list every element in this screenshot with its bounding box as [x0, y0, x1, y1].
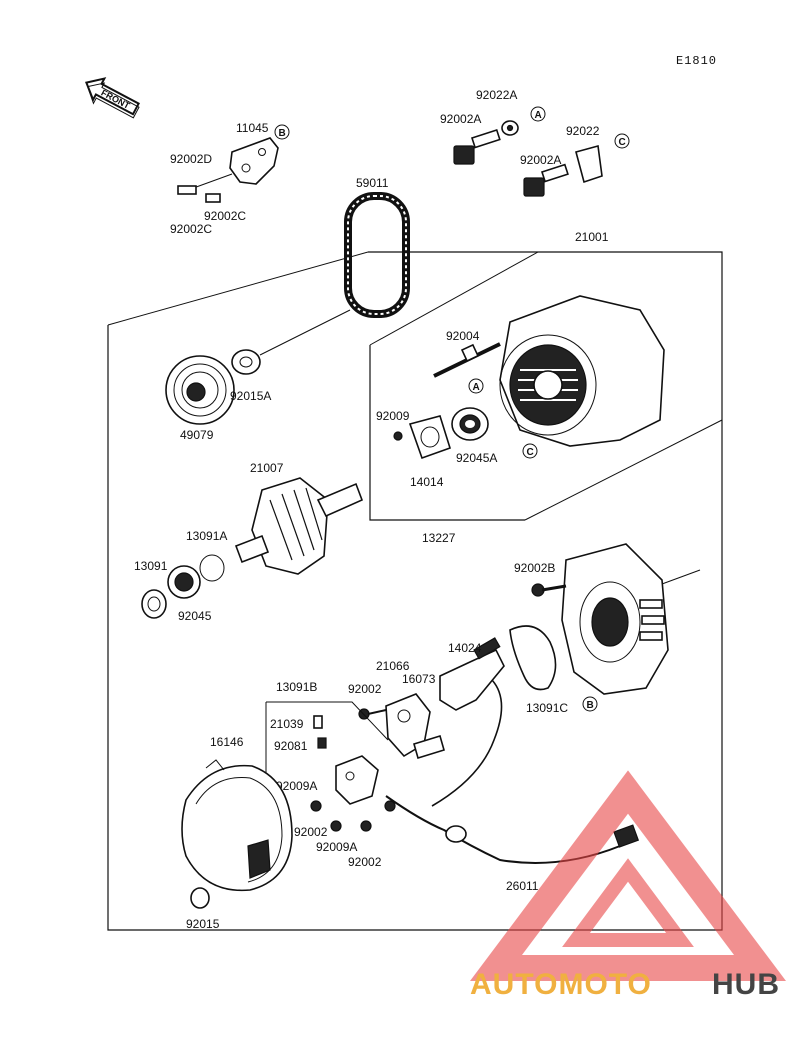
part-label-13227: 13227 [422, 531, 456, 545]
bolt-92002A-lower [523, 144, 603, 197]
through-bolt [433, 342, 501, 378]
pulley [165, 355, 235, 425]
part-label-16073: 16073 [402, 672, 436, 686]
part-label-92002A-a: 92002A [440, 112, 481, 126]
watermark-word-hub: HUB [712, 968, 780, 1001]
subassembly-frame [369, 345, 525, 521]
watermark-logo [470, 770, 786, 981]
ref-circle-b-top [274, 124, 290, 140]
part-label-92002-c: 92002 [348, 855, 382, 869]
part-label-13091C: 13091C [526, 701, 568, 715]
part-label-92045A: 92045A [456, 451, 497, 465]
part-label-92015: 92015 [186, 917, 220, 931]
part-label-92002A-b: 92002A [520, 153, 561, 167]
front-bearing [451, 407, 489, 441]
mounting-bracket [177, 137, 279, 203]
part-label-92045: 92045 [178, 609, 212, 623]
part-label-21066: 21066 [376, 659, 410, 673]
part-label-92002-a: 92002 [348, 682, 382, 696]
part-label-11045: 11045 [236, 121, 269, 135]
screws-92009A [310, 800, 396, 832]
part-label-21039: 21039 [270, 717, 304, 731]
watermark-word-automoto: AUTOMOTO [470, 968, 652, 1001]
bolt-92002B [531, 583, 567, 597]
rear-housing [561, 543, 669, 695]
part-label-92009: 92009 [376, 409, 410, 423]
part-label-92002D: 92002D [170, 152, 212, 166]
terminal-block [335, 755, 379, 805]
oil-seal [141, 589, 167, 619]
brush [313, 715, 323, 729]
part-label-16146: 16146 [210, 735, 244, 749]
cap-nut-92015 [190, 887, 210, 909]
part-label-92022: 92022 [566, 124, 600, 138]
brush-holder [385, 693, 445, 760]
rear-bearing [167, 565, 201, 599]
part-label-21001: 21001 [575, 230, 609, 244]
part-label-21007: 21007 [250, 461, 284, 475]
rotor [234, 477, 364, 575]
ref-letter-a-top: A [535, 110, 542, 121]
front-arrow-icon: FRONT [85, 77, 140, 119]
ref-letter-c-top: C [619, 137, 626, 148]
rear-cover [181, 759, 293, 892]
diagram-code: E1810 [676, 54, 717, 68]
part-label-92009A-a: 92009A [276, 779, 317, 793]
ref-letter-a-mid: A [473, 382, 480, 393]
part-label-13091A: 13091A [186, 529, 227, 543]
part-label-92015A: 92015A [230, 389, 271, 403]
drive-belt [344, 192, 410, 318]
bolt-92002A-upper [453, 120, 519, 165]
stator-cover [509, 625, 557, 691]
front-housing [499, 295, 665, 447]
part-label-49079: 49079 [180, 428, 214, 442]
brush-spring [317, 737, 327, 749]
regulator [431, 637, 505, 807]
part-label-92002-b: 92002 [294, 825, 328, 839]
part-label-92081: 92081 [274, 739, 308, 753]
part-label-14014: 14014 [410, 475, 444, 489]
ring-13091A [199, 554, 225, 582]
bearing-retainer-plate [408, 415, 451, 460]
part-label-26011: 26011 [506, 879, 539, 893]
part-label-14024: 14024 [448, 641, 482, 655]
part-label-92009A-b: 92009A [316, 840, 357, 854]
part-label-13091: 13091 [134, 559, 168, 573]
ref-letter-b-low: B [587, 700, 594, 711]
ref-letter-c-mid: C [527, 447, 534, 458]
part-label-92002B: 92002B [514, 561, 555, 575]
part-label-13091B: 13091B [276, 680, 317, 694]
pulley-nut [231, 349, 261, 375]
part-label-92002C-a: 92002C [204, 209, 246, 223]
part-label-92004: 92004 [446, 329, 480, 343]
part-label-59011: 59011 [356, 176, 389, 190]
part-label-92022A: 92022A [476, 88, 517, 102]
ref-letter-b-top: B [279, 128, 286, 139]
part-label-92002C-b: 92002C [170, 222, 212, 236]
screw-92009 [393, 431, 403, 441]
